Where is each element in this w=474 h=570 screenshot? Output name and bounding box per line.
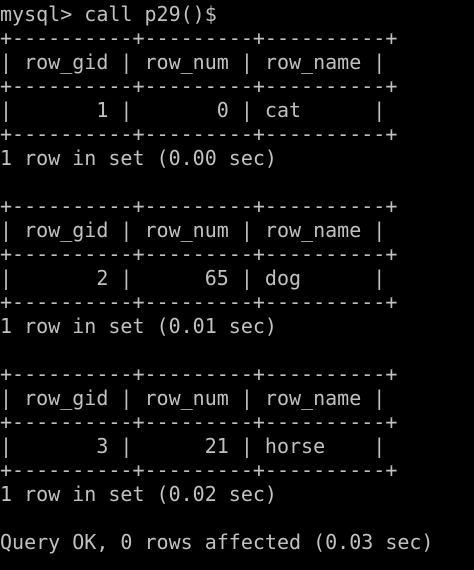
table-border-bottom: +----------+---------+----------+ bbox=[0, 458, 398, 482]
table-border-mid: +----------+---------+----------+ bbox=[0, 410, 398, 434]
table-border-bottom: +----------+---------+----------+ bbox=[0, 122, 398, 146]
query-summary: Query OK, 0 rows affected (0.03 sec) bbox=[0, 530, 434, 554]
command-text: call p29()$ bbox=[84, 2, 217, 26]
prompt: mysql> bbox=[0, 2, 85, 26]
table-border-top: +----------+---------+----------+ bbox=[0, 194, 398, 218]
table-border-top: +----------+---------+----------+ bbox=[0, 26, 398, 50]
command-line: mysql> call p29()$ bbox=[0, 2, 217, 26]
table-border-top: +----------+---------+----------+ bbox=[0, 362, 398, 386]
result-footer: 1 row in set (0.01 sec) bbox=[0, 314, 277, 338]
result-footer: 1 row in set (0.02 sec) bbox=[0, 482, 277, 506]
table-row: | 2 | 65 | dog | bbox=[0, 266, 386, 290]
table-border-mid: +----------+---------+----------+ bbox=[0, 74, 398, 98]
table-header: | row_gid | row_num | row_name | bbox=[0, 50, 386, 74]
table-header: | row_gid | row_num | row_name | bbox=[0, 386, 386, 410]
table-row: | 1 | 0 | cat | bbox=[0, 98, 386, 122]
table-header: | row_gid | row_num | row_name | bbox=[0, 218, 386, 242]
table-border-mid: +----------+---------+----------+ bbox=[0, 242, 398, 266]
table-row: | 3 | 21 | horse | bbox=[0, 434, 386, 458]
table-border-bottom: +----------+---------+----------+ bbox=[0, 290, 398, 314]
result-footer: 1 row in set (0.00 sec) bbox=[0, 146, 277, 170]
